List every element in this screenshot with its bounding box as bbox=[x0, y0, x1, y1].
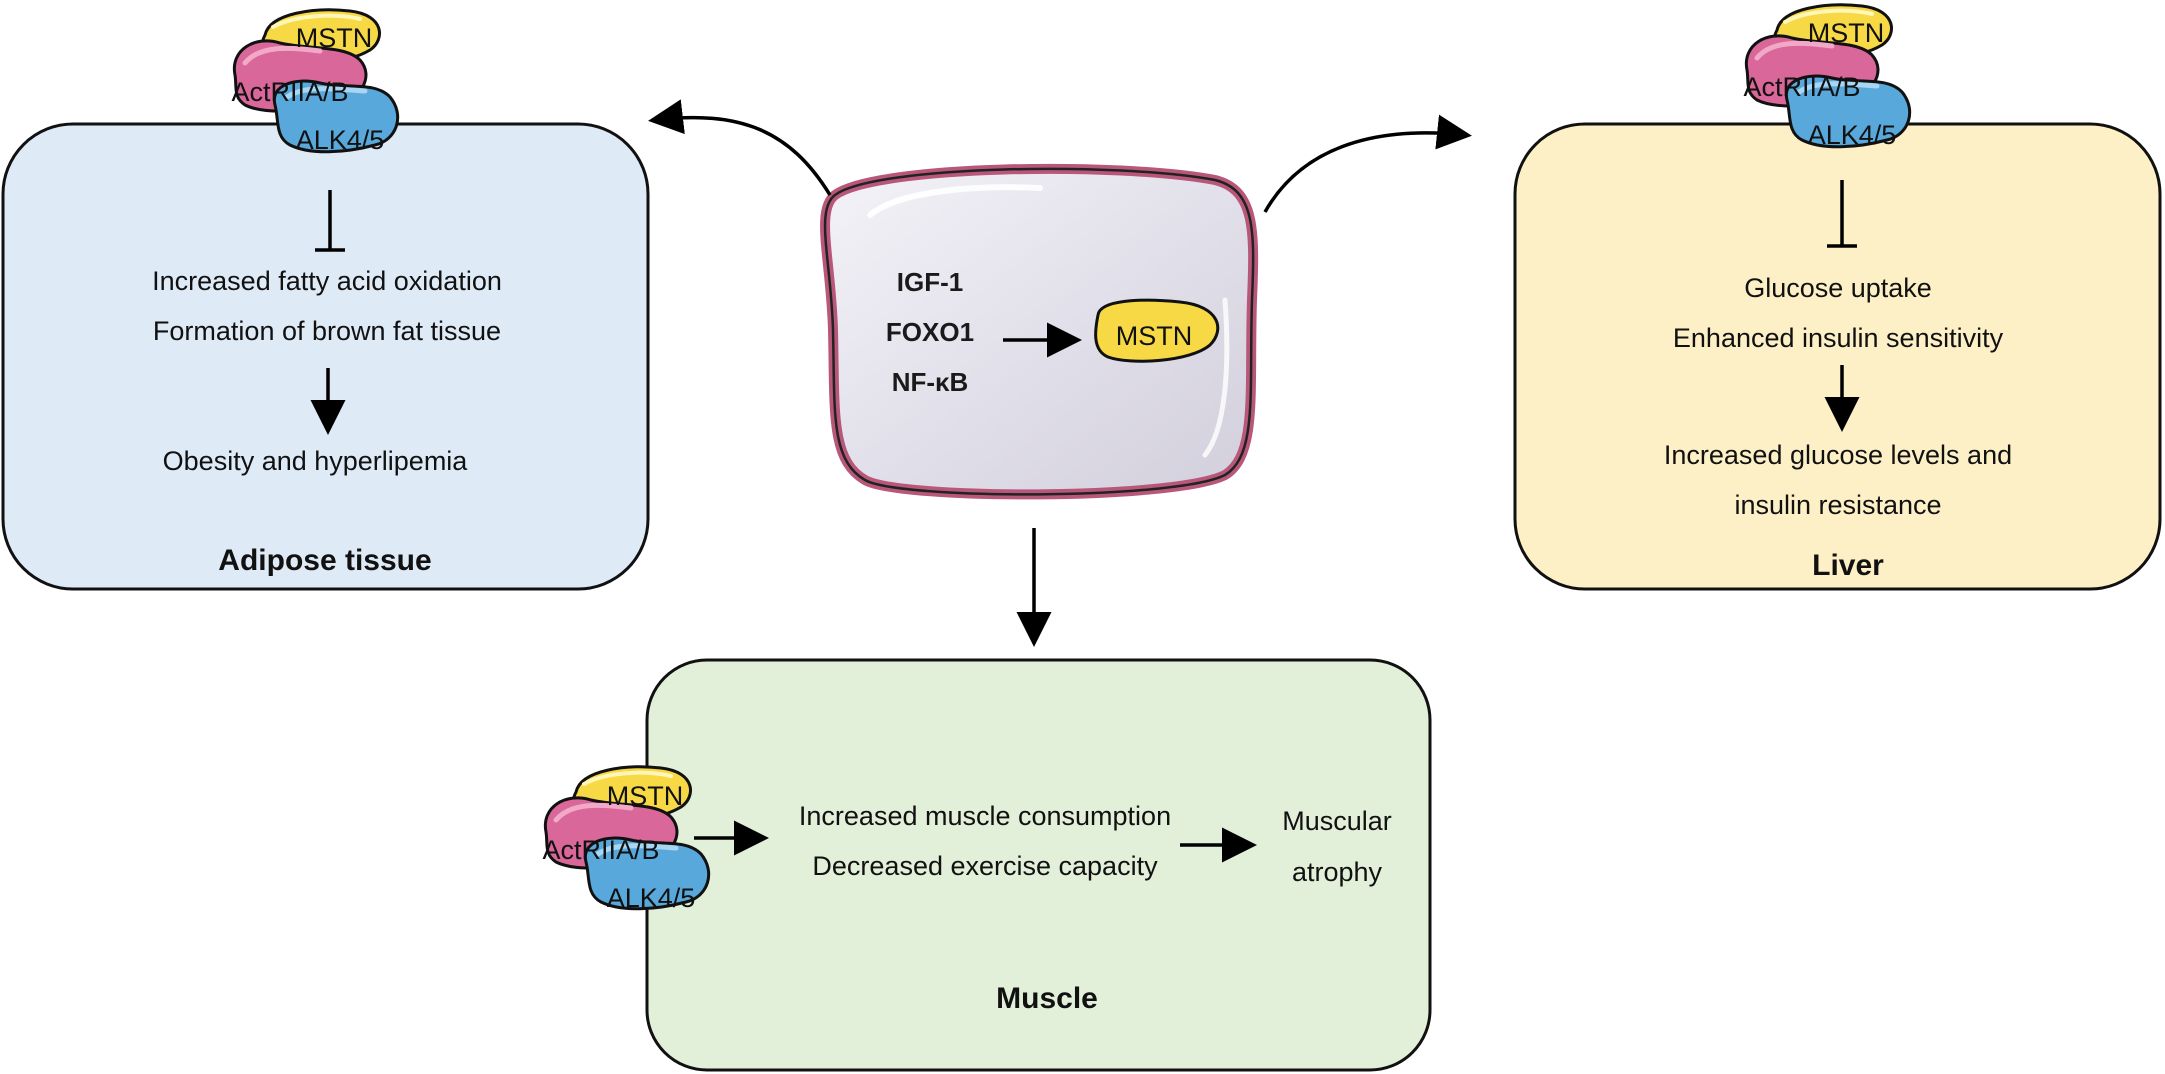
muscle-effect-2: Decreased exercise capacity bbox=[812, 851, 1158, 881]
muscle-alk-label: ALK4/5 bbox=[606, 883, 696, 913]
cell-factor-nfkb: NF-κB bbox=[891, 367, 969, 397]
muscle-title: Muscle bbox=[996, 982, 1098, 1015]
arrow-to-liver bbox=[1263, 114, 1472, 213]
liver-title: Liver bbox=[1812, 549, 1884, 582]
adipose-effect-2: Formation of brown fat tissue bbox=[152, 316, 502, 346]
liver-effect-2: Enhanced insulin sensitivity bbox=[1672, 323, 2004, 353]
cell-mstn-label: MSTN bbox=[1115, 321, 1193, 351]
cell-factor-igf1: IGF-1 bbox=[896, 267, 964, 297]
adipose-title: Adipose tissue bbox=[218, 544, 432, 577]
liver-alk-label: ALK4/5 bbox=[1807, 120, 1897, 150]
muscle-actrii-label: ActRIIA/B bbox=[542, 835, 660, 865]
arrow-to-adipose bbox=[648, 99, 832, 196]
liver-outcome-line-1: Increased glucose levels and bbox=[1663, 440, 2013, 470]
adipose-actrii-label: ActRIIA/B bbox=[231, 77, 349, 107]
muscle-outcome-line-1: Muscular bbox=[1282, 806, 1392, 836]
adipose-mstn-label: MSTN bbox=[295, 23, 373, 53]
adipose-alk-label: ALK4/5 bbox=[295, 125, 385, 155]
liver-actrii-label: ActRIIA/B bbox=[1743, 72, 1861, 102]
muscle-mstn-label: MSTN bbox=[606, 781, 684, 811]
muscle-outcome-line-2: atrophy bbox=[1291, 857, 1383, 887]
adipose-effect-1: Increased fatty acid oxidation bbox=[152, 266, 502, 296]
adipose-outcome: Obesity and hyperlipemia bbox=[162, 446, 468, 476]
liver-mstn-label: MSTN bbox=[1807, 18, 1885, 48]
adipose-box bbox=[1, 122, 650, 591]
liver-outcome-line-2: insulin resistance bbox=[1734, 490, 1942, 520]
muscle-effect-1: Increased muscle consumption bbox=[798, 801, 1172, 831]
source-cell bbox=[820, 163, 1259, 500]
cell-factor-foxo1: FOXO1 bbox=[885, 317, 975, 347]
cell-mstn-shape bbox=[1094, 298, 1220, 363]
liver-effect-1: Glucose uptake bbox=[1744, 273, 1932, 303]
